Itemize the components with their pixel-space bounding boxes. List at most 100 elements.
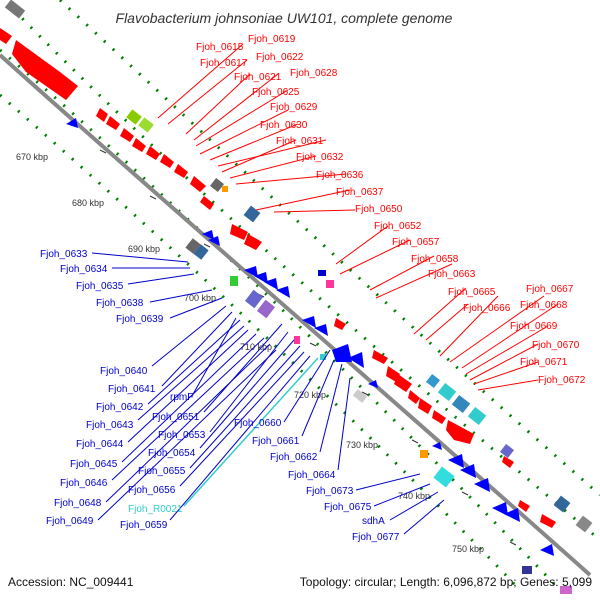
reverse-gene-blocks (185, 238, 572, 594)
gene-arrow[interactable] (200, 196, 214, 210)
gene-label[interactable]: Fjoh_0656 (128, 485, 176, 496)
gene-label[interactable]: Fjoh_0670 (532, 340, 580, 351)
gene-label[interactable]: Fjoh_0622 (256, 52, 304, 63)
gene-arrow[interactable] (254, 272, 268, 284)
gene-label[interactable]: Fjoh_0634 (60, 264, 108, 275)
gene-arrow[interactable] (372, 350, 388, 364)
gene-label[interactable]: Fjoh_0621 (234, 72, 282, 83)
gene-label[interactable]: Fjoh_0657 (392, 237, 440, 248)
gene-label[interactable]: Fjoh_0642 (96, 402, 144, 413)
gene-label[interactable]: Fjoh_0638 (96, 298, 144, 309)
gene-label[interactable]: Fjoh_0677 (352, 532, 400, 543)
gene-label[interactable]: Fjoh_0625 (252, 87, 300, 98)
gene-arrow[interactable] (66, 118, 78, 128)
gene-label[interactable]: Fjoh_0637 (336, 187, 384, 198)
gene-label[interactable]: Fjoh_0652 (374, 221, 422, 232)
gene-label[interactable]: Fjoh_0673 (306, 486, 354, 497)
gene-arrow[interactable] (334, 318, 346, 330)
gene-label[interactable]: Fjoh_0646 (60, 478, 108, 489)
genome-backbone (0, 53, 592, 577)
gene-label[interactable]: Fjoh_0649 (46, 516, 94, 527)
gene-label[interactable]: Fjoh_0617 (200, 58, 248, 69)
gene-arrow[interactable] (368, 380, 378, 388)
gene-label[interactable]: Fjoh_0650 (355, 204, 403, 215)
gene-label[interactable]: Fjoh_0643 (86, 420, 134, 431)
gene-label[interactable]: Fjoh_0660 (234, 418, 282, 429)
gene-arrow[interactable] (314, 324, 328, 336)
gene-arrow[interactable] (12, 40, 78, 100)
gene-arrow[interactable] (230, 224, 248, 240)
gene-label[interactable]: Fjoh_0658 (411, 254, 459, 265)
gene-label[interactable]: Fjoh_0664 (288, 470, 336, 481)
gene-arrow[interactable] (332, 344, 352, 362)
gene-label[interactable]: Fjoh_0659 (120, 520, 168, 531)
gene-label[interactable]: Fjoh_0619 (248, 34, 296, 45)
gene-arrow[interactable] (264, 278, 278, 290)
gene-arrow[interactable] (446, 420, 474, 444)
gene-label[interactable]: Fjoh_0635 (76, 281, 124, 292)
gene-arrow[interactable] (106, 116, 120, 130)
gene-label[interactable]: Fjoh_0640 (100, 366, 148, 377)
gene-label[interactable]: Fjoh_0672 (538, 375, 586, 386)
gene-label[interactable]: Fjoh_0630 (260, 120, 308, 131)
gene-arrow[interactable] (190, 176, 206, 192)
gene-label[interactable]: Fjoh_0663 (428, 269, 476, 280)
gene-arrow[interactable] (448, 454, 464, 468)
gene-arrow[interactable] (492, 502, 508, 516)
gene-label[interactable]: Fjoh_0655 (138, 466, 186, 477)
gene-arrow[interactable] (276, 286, 290, 298)
gene-label[interactable]: sdhA (362, 516, 385, 527)
gene-arrow[interactable] (244, 234, 262, 250)
gene-label[interactable]: Fjoh_0645 (70, 459, 118, 470)
gene-arrow[interactable] (132, 138, 146, 152)
gene-label[interactable]: Fjoh_0675 (324, 502, 372, 513)
gene-arrow[interactable] (244, 266, 258, 278)
gene-arrow[interactable] (432, 442, 442, 450)
gene-arrow[interactable] (408, 390, 420, 404)
gene-label[interactable]: Fjoh_0629 (270, 102, 318, 113)
gene-arrow[interactable] (208, 236, 220, 246)
gene-label[interactable]: Fjoh_0667 (526, 284, 574, 295)
gene-arrow[interactable] (394, 374, 412, 392)
gene-label[interactable]: Fjoh_R0021 (128, 504, 183, 515)
gene-label[interactable]: Fjoh_0666 (463, 303, 511, 314)
gene-arrow[interactable] (432, 410, 446, 424)
gene-label[interactable]: Fjoh_0662 (270, 452, 318, 463)
gene-arrow[interactable] (518, 500, 530, 512)
gene-label[interactable]: Fjoh_0644 (76, 439, 124, 450)
gene-arrow[interactable] (540, 514, 556, 528)
gene-label[interactable]: Fjoh_0651 (152, 412, 200, 423)
gene-label[interactable]: Fjoh_0665 (448, 287, 496, 298)
gene-label[interactable]: Fjoh_0636 (316, 170, 364, 181)
gene-arrow[interactable] (540, 544, 554, 556)
gene-arrow[interactable] (160, 154, 174, 168)
gene-arrow[interactable] (302, 316, 316, 328)
gene-label[interactable]: Fjoh_0633 (40, 249, 88, 260)
gene-arrow[interactable] (418, 398, 432, 414)
gene-arrow[interactable] (348, 352, 364, 368)
gene-label[interactable]: Fjoh_0631 (276, 136, 324, 147)
gene-label[interactable]: Fjoh_0639 (116, 314, 164, 325)
gene-label[interactable]: Fjoh_0641 (108, 384, 156, 395)
gene-label[interactable]: Fjoh_0628 (290, 68, 338, 79)
gene-arrow[interactable] (120, 128, 134, 142)
gene-label[interactable]: Fjoh_0668 (520, 300, 568, 311)
gene-label[interactable]: Fjoh_0615 (196, 42, 244, 53)
gene-arrow[interactable] (502, 456, 514, 468)
gene-arrow[interactable] (202, 230, 214, 240)
gene-arrow[interactable] (146, 146, 160, 160)
gene-label[interactable]: Fjoh_0632 (296, 152, 344, 163)
gene-label[interactable]: Fjoh_0669 (510, 321, 558, 332)
gene-label[interactable]: Fjoh_0648 (54, 498, 102, 509)
gene-label[interactable]: Fjoh_0671 (520, 357, 568, 368)
gene-arrow[interactable] (0, 28, 12, 44)
gene-label[interactable]: Fjoh_0653 (158, 430, 206, 441)
gene-arrow[interactable] (460, 464, 476, 478)
gene-label[interactable]: rpmF (170, 392, 193, 403)
gene-arrow[interactable] (504, 508, 520, 522)
gene-arrow[interactable] (474, 478, 490, 492)
gene-label[interactable]: Fjoh_0661 (252, 436, 300, 447)
gene-arrow[interactable] (96, 108, 108, 122)
gene-arrow[interactable] (174, 164, 188, 178)
gene-label[interactable]: Fjoh_0654 (148, 448, 196, 459)
